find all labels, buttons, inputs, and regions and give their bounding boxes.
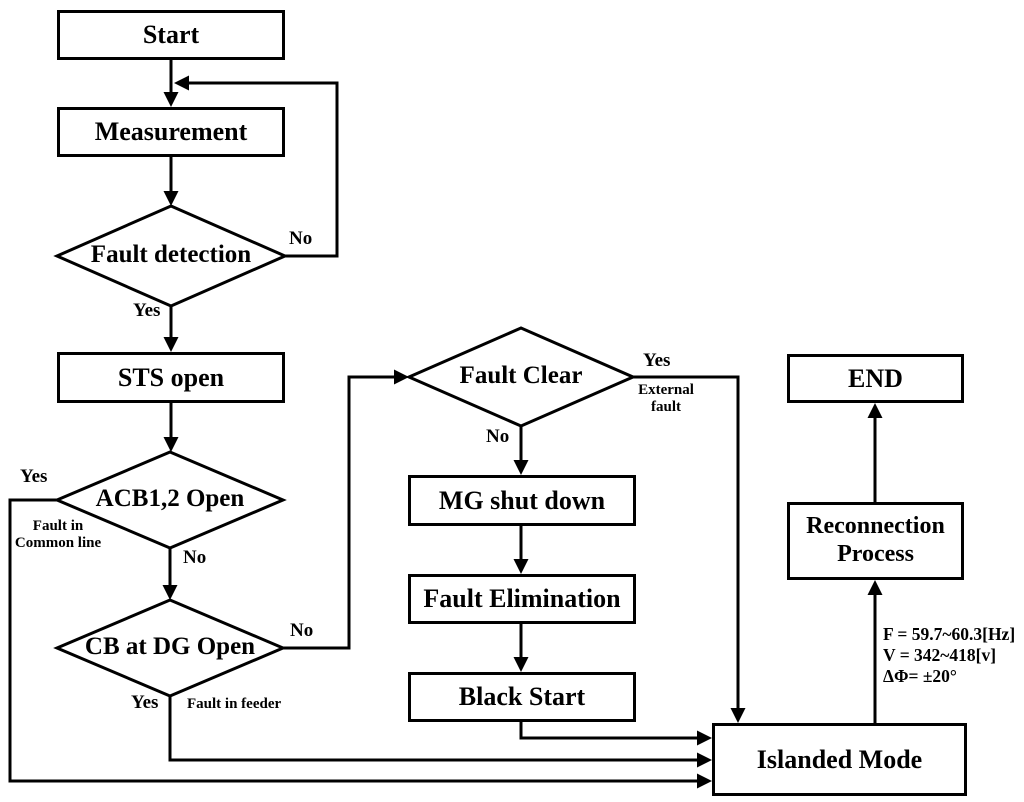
note-fault-in-feeder: Fault in feeder	[187, 696, 282, 712]
diamond-fault-detection	[53, 204, 289, 308]
edge-fault-clear-yes-to-islanded	[633, 375, 746, 723]
node-measurement: Measurement	[57, 107, 285, 157]
node-sts-open: STS open	[57, 352, 285, 403]
node-fault-clear-label: Fault Clear	[459, 362, 583, 389]
diamond-cb-at-dg-open	[53, 598, 287, 698]
edge-label-cb-no: No	[290, 620, 314, 641]
node-reconnection-process: Reconnection Process	[787, 502, 964, 580]
node-black-start: Black Start	[408, 672, 636, 722]
node-acb-open-label: ACB1,2 Open	[95, 485, 245, 512]
node-fault-detection-label: Fault detection	[90, 241, 252, 268]
edge-label-fault-detection-yes: Yes	[133, 300, 161, 321]
reconnection-criteria: F = 59.7~60.3[Hz] V = 342~418[v] ΔΦ= ±20…	[883, 624, 1015, 687]
node-end: END	[787, 354, 964, 403]
diamond-acb-open	[53, 450, 287, 550]
edge-label-fault-clear-no: No	[486, 426, 510, 447]
criteria-phase-angle: ΔΦ= ±20°	[883, 666, 957, 686]
edge-acb-yes-to-islanded	[8, 498, 712, 789]
edge-label-cb-yes: Yes	[131, 692, 159, 713]
node-fault-elimination: Fault Elimination	[408, 574, 636, 624]
note-fault-in-common-line: Fault in Common line	[14, 518, 102, 551]
node-mg-shut-down: MG shut down	[408, 475, 636, 526]
edge-fault-detection-no-loop	[174, 75, 339, 258]
edge-label-acb-no: No	[183, 547, 207, 568]
edge-cb-no-to-fault-clear	[283, 369, 409, 650]
diamond-fault-clear	[405, 326, 637, 428]
edge-black-start-to-islanded	[519, 722, 712, 746]
edge-label-fault-detection-no: No	[289, 228, 313, 249]
node-cb-at-dg-open-label: CB at DG Open	[84, 633, 256, 660]
note-external-fault: External fault	[638, 382, 694, 415]
node-start: Start	[57, 10, 285, 60]
edge-label-acb-yes: Yes	[20, 466, 48, 487]
edge-label-fault-clear-yes: Yes	[643, 350, 671, 371]
edge-cb-yes-to-islanded	[168, 696, 712, 768]
node-islanded-mode: Islanded Mode	[712, 723, 967, 796]
criteria-frequency: F = 59.7~60.3[Hz]	[883, 624, 1016, 644]
criteria-voltage: V = 342~418[v]	[883, 645, 997, 665]
